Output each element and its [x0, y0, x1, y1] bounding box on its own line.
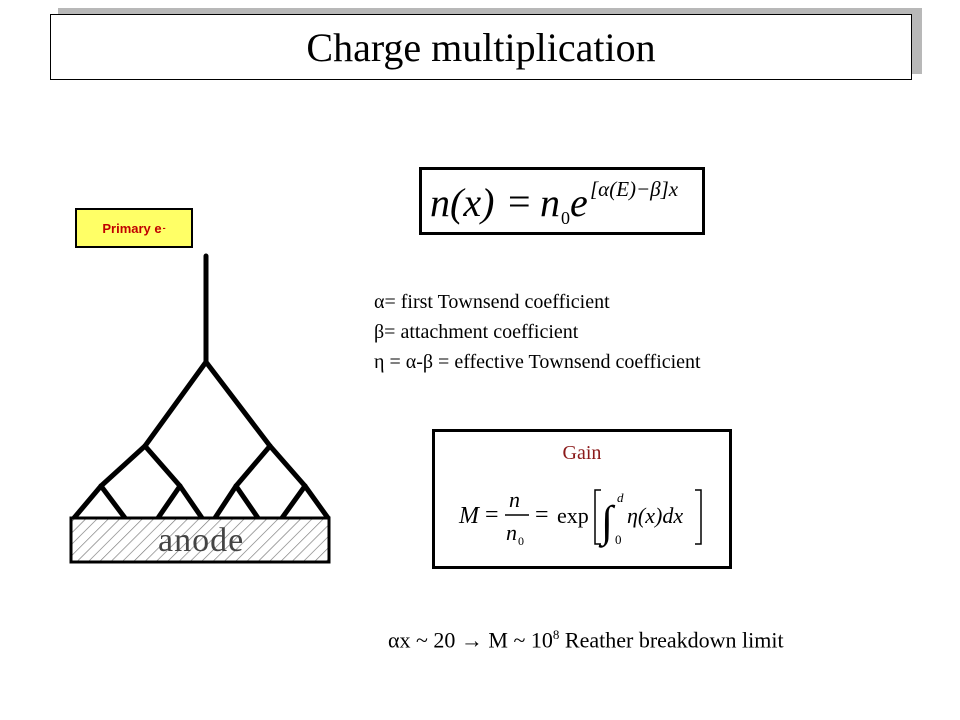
- formula-e: e: [570, 180, 588, 225]
- gain-eq2: =: [535, 502, 549, 528]
- gain-left-bracket: [594, 489, 601, 545]
- integral-sign: ∫: [598, 497, 616, 548]
- formula-lhs: n(x): [430, 180, 494, 225]
- title-box: Charge multiplication: [50, 14, 912, 80]
- avalanche-diagram: [69, 253, 331, 564]
- gain-frac-den-sub: 0: [518, 534, 524, 548]
- gain-integral-upper: d: [617, 490, 624, 505]
- formula-exponent: [α(E)−β]x: [590, 177, 679, 201]
- gain-exp: exp: [557, 503, 589, 528]
- formula-eq: =: [508, 179, 531, 224]
- gain-eq1: =: [485, 502, 499, 528]
- gain-M: M: [458, 503, 481, 529]
- gain-integral-lower: 0: [615, 532, 622, 547]
- definition-beta: β= attachment coefficient: [374, 321, 579, 343]
- gain-box: Gain M = n n 0 = exp ∫ d 0 η(x)dx: [432, 429, 732, 569]
- anode-label: anode: [158, 522, 245, 559]
- gain-integrand: η(x)dx: [627, 503, 683, 528]
- coefficient-definitions: α= first Townsend coefficient β= attachm…: [374, 287, 701, 377]
- formula-n0-sub: 0: [561, 208, 570, 228]
- definition-eta: η = α-β = effective Townsend coefficient: [374, 351, 701, 373]
- bottom-tail: Reather breakdown limit: [559, 627, 784, 653]
- breakdown-limit-line: αx ~ 20 → M ~ 108 Reather breakdown limi…: [388, 627, 784, 653]
- bottom-text: αx ~ 20 → M ~ 10: [388, 627, 553, 653]
- multiplication-formula: n(x) = n 0 e [α(E)−β]x: [419, 167, 705, 235]
- formula-svg: n(x) = n 0 e [α(E)−β]x: [430, 177, 679, 228]
- definition-alpha: α= first Townsend coefficient: [374, 291, 610, 313]
- gain-frac-den-base: n: [506, 520, 517, 545]
- primary-label-text: Primary e: [102, 220, 162, 236]
- formula-n0-base: n: [540, 180, 560, 225]
- gain-frac-num: n: [509, 487, 520, 512]
- slide-title: Charge multiplication: [306, 24, 656, 70]
- gain-right-bracket: [695, 489, 702, 545]
- gain-title: Gain: [562, 442, 602, 464]
- gain-formula-svg: M = n n 0 = exp ∫ d 0 η(x)dx: [458, 487, 702, 548]
- primary-electron-label: Primary e-: [75, 208, 193, 248]
- anode-block: [69, 516, 331, 564]
- primary-label-sup: -: [162, 223, 166, 233]
- avalanche-tree: [71, 253, 331, 521]
- bottom-power: 8: [552, 627, 560, 642]
